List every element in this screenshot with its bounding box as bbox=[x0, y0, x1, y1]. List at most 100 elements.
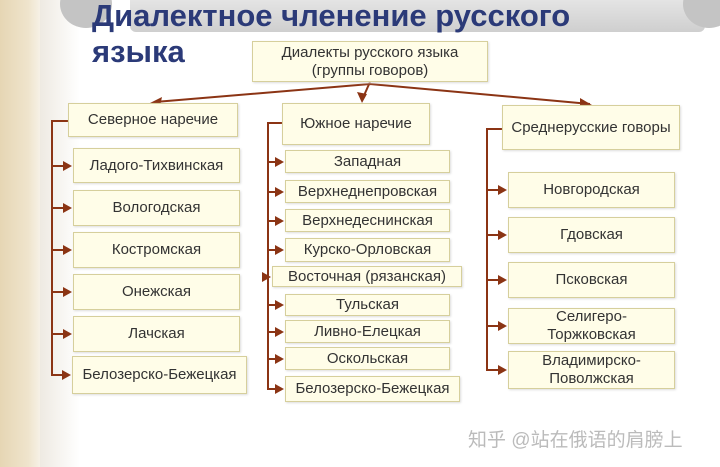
item-connector bbox=[51, 374, 64, 376]
item-connector bbox=[51, 207, 65, 209]
arrow-icon bbox=[275, 384, 284, 394]
arrow-icon bbox=[275, 353, 284, 364]
paper-texture bbox=[0, 0, 40, 467]
scroll-banner bbox=[60, 0, 720, 32]
arrow-icon bbox=[262, 271, 271, 282]
arrow-icon bbox=[63, 287, 72, 297]
arrow-icon bbox=[498, 230, 507, 240]
dialect-label: Белозерско-Бежецкая bbox=[295, 380, 450, 397]
arrow-icon bbox=[275, 156, 284, 167]
dialect-box: Новгородская bbox=[508, 172, 675, 208]
arrow-icon bbox=[498, 275, 507, 285]
dialect-label: Лачская bbox=[128, 325, 185, 342]
item-connector bbox=[51, 333, 65, 335]
arrow-icon bbox=[498, 365, 507, 375]
item-connector bbox=[267, 219, 277, 222]
dialect-label: Гдовская bbox=[560, 226, 623, 243]
arrow-icon bbox=[63, 203, 72, 213]
arrow-icon bbox=[498, 185, 507, 195]
dialect-label: Вологодская bbox=[112, 199, 201, 216]
item-connector bbox=[267, 357, 277, 360]
item-connector bbox=[267, 304, 277, 306]
dialect-label: Ливно-Елецкая bbox=[314, 322, 421, 340]
arrow-icon bbox=[275, 186, 284, 197]
item-connector bbox=[486, 279, 500, 281]
dialect-label: Новгородская bbox=[543, 181, 640, 198]
dialect-label: Оскольская bbox=[326, 349, 409, 367]
group-header: Южное наречие bbox=[282, 103, 430, 145]
root-line: (группы говоров) bbox=[311, 61, 429, 79]
header-connector bbox=[51, 120, 68, 122]
header-connector bbox=[486, 128, 502, 130]
item-connector bbox=[486, 325, 500, 327]
root-box: Диалекты русского языка(группы говоров) bbox=[252, 41, 488, 82]
group-header: Среднерусские говоры bbox=[502, 105, 680, 150]
item-connector bbox=[486, 189, 500, 191]
arrow-icon bbox=[63, 245, 72, 255]
dialect-label: Владимирско-Поволжская bbox=[542, 352, 641, 387]
dialect-label: Селигеро-Торжковская bbox=[547, 308, 636, 343]
dialect-box: Западная bbox=[285, 150, 450, 173]
item-connector bbox=[51, 164, 65, 167]
dialect-label: Восточная (рязанская) bbox=[288, 267, 446, 285]
dialect-label: Курско-Орловская bbox=[303, 241, 432, 258]
dialect-label: Западная bbox=[333, 152, 402, 170]
title-line: языка bbox=[92, 34, 185, 69]
dialect-box: Ливно-Елецкая bbox=[285, 320, 450, 343]
dialect-label: Белозерско-Бежецкая bbox=[82, 366, 237, 383]
dialect-box: Костромская bbox=[73, 232, 240, 268]
group-label: Северное наречие bbox=[87, 111, 219, 128]
header-connector bbox=[267, 122, 282, 124]
item-connector bbox=[51, 249, 65, 251]
item-connector bbox=[267, 190, 277, 193]
item-connector bbox=[267, 249, 277, 251]
dialect-label: Онежская bbox=[121, 283, 192, 300]
item-connector bbox=[267, 160, 277, 163]
item-connector bbox=[267, 330, 277, 333]
arrow-icon bbox=[63, 160, 72, 171]
arrow-icon bbox=[275, 245, 284, 255]
dialect-box: Псковская bbox=[508, 262, 675, 298]
arrow-icon bbox=[62, 370, 71, 380]
dialect-box: Онежская bbox=[73, 274, 240, 310]
dialect-box: Восточная (рязанская) bbox=[272, 266, 462, 287]
arrow-icon bbox=[498, 321, 507, 331]
dialect-box: Оскольская bbox=[285, 347, 450, 370]
arrow-icon bbox=[63, 329, 72, 339]
watermark: 知乎 @站在俄语的肩膀上 bbox=[468, 430, 683, 451]
dialect-box: Белозерско-Бежецкая bbox=[72, 356, 247, 394]
arrow-icon bbox=[275, 326, 284, 337]
dialect-box: Тульская bbox=[285, 294, 450, 316]
dialect-box: Курско-Орловская bbox=[285, 238, 450, 262]
dialect-label: Костромская bbox=[111, 241, 202, 258]
item-connector bbox=[486, 234, 500, 236]
dialect-label: Псковская bbox=[555, 271, 628, 288]
dialect-label: Верхнеднепровская bbox=[297, 182, 438, 200]
branch-line bbox=[267, 122, 269, 389]
dialect-label: Тульская bbox=[336, 296, 399, 313]
root-line: Диалекты русского языка bbox=[281, 43, 459, 61]
dialect-box: Селигеро-Торжковская bbox=[508, 308, 675, 344]
dialect-box: Вологодская bbox=[73, 190, 240, 226]
arrow-icon bbox=[275, 215, 284, 226]
dialect-box: Белозерско-Бежецкая bbox=[285, 376, 460, 402]
group-label: Среднерусские говоры bbox=[511, 118, 671, 136]
branch-line bbox=[486, 128, 488, 370]
dialect-box: Гдовская bbox=[508, 217, 675, 253]
arrow-icon bbox=[275, 300, 284, 310]
dialect-box: Верхнедеснинская bbox=[285, 209, 450, 232]
item-connector bbox=[51, 291, 65, 293]
dialect-label: Верхнедеснинская bbox=[302, 211, 433, 229]
dialect-box: Лачская bbox=[73, 316, 240, 352]
group-header: Северное наречие bbox=[68, 103, 238, 137]
dialect-label: Ладого-Тихвинская bbox=[89, 156, 224, 174]
group-label: Южное наречие bbox=[300, 115, 412, 132]
item-connector bbox=[267, 388, 277, 390]
dialect-box: Владимирско-Поволжская bbox=[508, 351, 675, 389]
item-connector bbox=[486, 369, 500, 371]
dialect-box: Верхнеднепровская bbox=[285, 180, 450, 203]
branch-line bbox=[51, 120, 53, 375]
title-line: Диалектное членение русского bbox=[92, 0, 571, 33]
dialect-box: Ладого-Тихвинская bbox=[73, 148, 240, 183]
